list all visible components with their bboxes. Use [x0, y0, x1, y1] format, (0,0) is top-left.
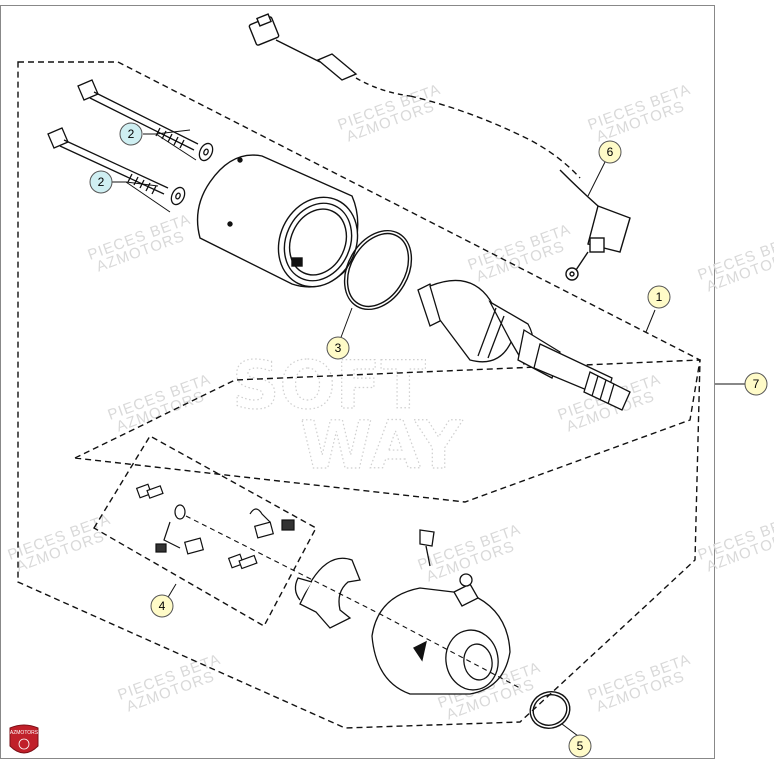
center-watermark: SOFT WAY: [231, 346, 464, 484]
callout-7: 7: [744, 372, 768, 396]
assembly-axis: [185, 515, 521, 689]
bolt-lower: [47, 127, 186, 206]
armature: [417, 279, 631, 411]
armature-outline: [72, 359, 701, 503]
diagram-frame: [0, 5, 715, 759]
brush-kit-outline: [93, 435, 317, 627]
bolt-upper: [77, 79, 214, 162]
leader-lines: [112, 129, 745, 737]
callout-2a-label: 2: [128, 127, 135, 141]
callout-5: 5: [568, 734, 592, 758]
callout-3-label: 3: [335, 341, 342, 355]
brush-holder: [294, 557, 361, 629]
callout-2a: 2: [119, 122, 143, 146]
callout-4: 4: [150, 594, 174, 618]
oring-large: [343, 229, 413, 311]
callout-6: 6: [598, 140, 622, 164]
motor-housing: [196, 154, 359, 288]
brush-kit-parts: [135, 483, 295, 570]
end-cover: [371, 529, 511, 695]
watermark-soft: SOFT: [232, 347, 426, 424]
callout-2b-label: 2: [98, 175, 105, 189]
callout-7-label: 7: [753, 377, 760, 391]
assembly-outline: [17, 61, 701, 729]
cable-assembly: [248, 13, 631, 281]
azmotors-logo: AZMOTORS: [9, 724, 39, 754]
watermark-way: WAY: [300, 407, 464, 484]
oring-small: [529, 691, 571, 729]
callout-4-label: 4: [159, 599, 166, 613]
logo-text: AZMOTORS: [10, 730, 39, 736]
callout-2b: 2: [89, 170, 113, 194]
callout-1-label: 1: [656, 290, 663, 304]
group-outlines: [17, 61, 701, 729]
callout-6-label: 6: [607, 145, 614, 159]
callout-5-label: 5: [577, 739, 584, 753]
callout-3: 3: [326, 336, 350, 360]
callout-1: 1: [647, 285, 671, 309]
